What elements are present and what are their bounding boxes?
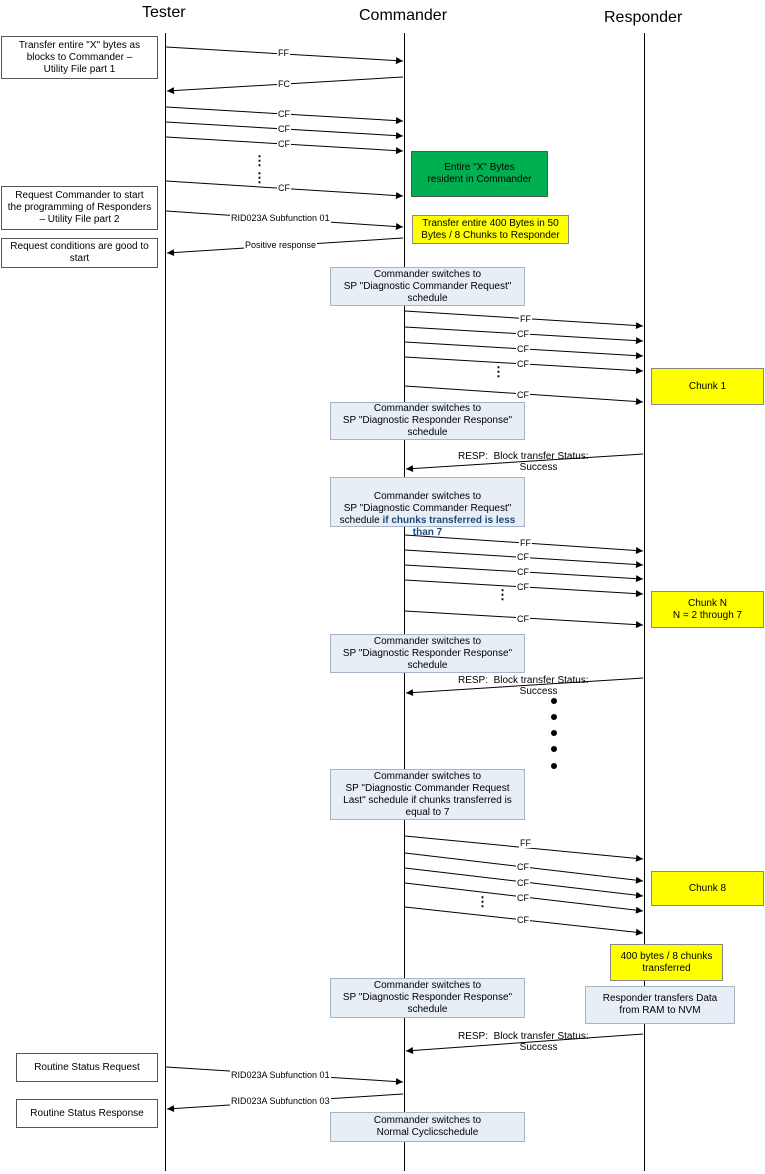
box-switch-response-2: Commander switches to SP "Diagnostic Res…: [330, 634, 525, 673]
label-cf: CF: [516, 915, 530, 925]
responder-lifeline: [644, 33, 645, 1171]
label-ff: FF: [277, 48, 290, 58]
box-entire-x: Entire "X" Bytes resident in Commander: [411, 151, 548, 197]
label-cf: CF: [516, 893, 530, 903]
ellipsis-vertical: ⋮: [492, 364, 505, 379]
box-conditions-good: Request conditions are good to start: [1, 238, 158, 268]
label-resp-block: RESP: Block transfer Status: Success: [458, 675, 589, 697]
label-rid-01: RID023A Subfunction 01: [230, 213, 331, 223]
box-transfer-400: Transfer entire 400 Bytes in 50 Bytes / …: [412, 215, 569, 244]
label-resp-block: RESP: Block transfer Status: Success: [458, 1031, 589, 1053]
box-switch-normal: Commander switches to Normal Cyclicsched…: [330, 1112, 525, 1142]
ellipsis-vertical: ⋮: [496, 587, 509, 602]
label-cf: CF: [516, 344, 530, 354]
label-cf: CF: [277, 109, 291, 119]
label-cf: CF: [516, 614, 530, 624]
ellipsis-vertical: ⋮: [476, 894, 489, 909]
tester-lifeline: [165, 33, 166, 1171]
label-fc: FC: [277, 79, 291, 89]
switch-request-2-condition: if chunks transferred is less than 7: [382, 515, 516, 538]
label-cf: CF: [516, 329, 530, 339]
label-cf: CF: [516, 359, 530, 369]
box-switch-response-3: Commander switches to SP "Diagnostic Res…: [330, 978, 525, 1018]
dot: [551, 698, 557, 704]
box-chunk-n: Chunk N N = 2 through 7: [651, 591, 764, 628]
box-transfer-x: Transfer entire "X" bytes as blocks to C…: [1, 36, 158, 79]
label-rid-01: RID023A Subfunction 01: [230, 1070, 331, 1080]
box-400-transferred: 400 bytes / 8 chunks transferred: [610, 944, 723, 981]
label-ff: FF: [519, 538, 532, 548]
label-ff: FF: [519, 314, 532, 324]
box-switch-request-last: Commander switches to SP "Diagnostic Com…: [330, 769, 525, 820]
actor-commander: Commander: [359, 7, 448, 24]
actor-tester: Tester: [142, 4, 186, 21]
label-cf: CF: [516, 567, 530, 577]
dot: [551, 746, 557, 752]
label-cf: CF: [516, 552, 530, 562]
label-cf: CF: [277, 139, 291, 149]
arrow-resp-3: [405, 1033, 644, 1054]
dot: [551, 730, 557, 736]
label-cf: CF: [277, 183, 291, 193]
box-chunk-1: Chunk 1: [651, 368, 764, 405]
switch-request-2-text: Commander switches to SP "Diagnostic Com…: [339, 491, 512, 526]
actor-responder: Responder: [604, 9, 683, 26]
label-cf: CF: [516, 582, 530, 592]
box-request-start: Request Commander to start the programmi…: [1, 186, 158, 230]
box-switch-response-1: Commander switches to SP "Diagnostic Res…: [330, 402, 525, 440]
box-routine-response: Routine Status Response: [16, 1099, 158, 1128]
label-cf: CF: [516, 390, 530, 400]
box-switch-request-2: Commander switches to SP "Diagnostic Com…: [330, 477, 525, 538]
box-chunk-8: Chunk 8: [651, 871, 764, 906]
label-rid-03: RID023A Subfunction 03: [230, 1096, 331, 1106]
label-resp-block: RESP: Block transfer Status: Success: [458, 451, 589, 473]
label-positive: Positive response: [244, 240, 318, 250]
ellipsis-vertical: ⋮: [253, 153, 266, 168]
ellipsis-vertical: ⋮: [253, 170, 266, 185]
label-cf: CF: [277, 124, 291, 134]
label-ff: FF: [519, 838, 532, 848]
arrow-resp-2: [405, 677, 644, 697]
label-cf: CF: [516, 878, 530, 888]
dot: [551, 763, 557, 769]
commander-lifeline: [404, 33, 405, 1171]
label-cf: CF: [516, 862, 530, 872]
box-switch-request-1: Commander switches to SP "Diagnostic Com…: [330, 267, 525, 306]
box-routine-request: Routine Status Request: [16, 1053, 158, 1082]
box-ram-to-nvm: Responder transfers Data from RAM to NVM: [585, 986, 735, 1024]
dot: [551, 714, 557, 720]
arrow-resp-1: [405, 453, 644, 473]
